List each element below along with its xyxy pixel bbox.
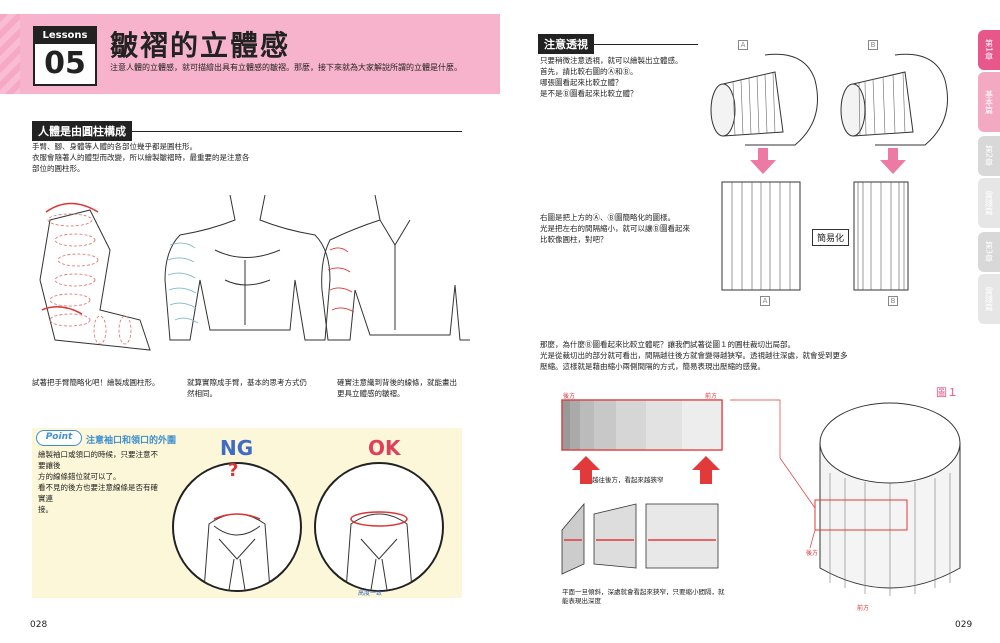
caption-3: 確實注意織到背後的線條，就能畫出更具立體感的皺褶。 <box>337 378 457 398</box>
tab-chapter-1[interactable]: 第1章 <box>978 30 1000 70</box>
down-arrows <box>750 148 906 174</box>
cylinder-arm-figure <box>39 202 151 351</box>
tab-basic[interactable]: 基本篇 <box>978 72 1000 132</box>
point-badge: Point <box>36 430 82 446</box>
lesson-intro: 注意人體的立體感，就可描繪出具有立體感的皺褶。那麼，接下來就為大家解說所謂的立體… <box>110 63 462 72</box>
caption-2: 就算實際成手臂，基本的思考方式仍然相同。 <box>187 378 307 398</box>
point-text: 繪製袖口或領口的時候，只要注意不要讓後 方的線條錯位就可以了。 看不見的後方也要… <box>38 450 158 514</box>
front-label-cyl: 前方 <box>857 605 870 612</box>
tab-practice-1[interactable]: 實踐篇 <box>978 178 1000 228</box>
point-title: 注意袖口和領口的外圍 <box>86 436 177 446</box>
cylinder-figure <box>730 399 961 596</box>
lesson-label: Lessons <box>35 28 95 44</box>
caption-1: 試著把手臂簡略化吧！繪製成圓柱形。 <box>32 378 160 387</box>
torso-figure <box>164 194 331 341</box>
cuff-drawings <box>710 53 948 146</box>
back-label-cyl: 後方 <box>806 550 819 557</box>
tab-chapter-2[interactable]: 第2章 <box>978 136 1000 176</box>
page-number-left: 028 <box>30 620 48 630</box>
ok-note: 高度一致 <box>358 590 383 597</box>
cuff-a <box>710 53 818 146</box>
ng-collar-drawing <box>203 513 271 590</box>
arm-illustrations <box>39 194 470 351</box>
header-band-inner <box>20 14 500 94</box>
lesson-title: 皺褶的立體感 <box>110 29 291 62</box>
perspective-text-2: 右圖是把上方的Ⓐ、Ⓑ圖簡略化的圖樣。 光是把左右的間隔縮小，就可以讓Ⓑ圖看起來 … <box>540 213 690 244</box>
section-title-right: 注意透視 <box>538 34 594 54</box>
narrow-note: 越往後方，看起來越狹窄 <box>592 476 664 484</box>
ng-label: NG <box>220 436 254 460</box>
lesson-badge: Lessons 05 <box>33 26 97 86</box>
perspective-text-1: 只要稍微注意透視，就可以繪製出立體感。 首先，請比較右圖的Ⓐ和Ⓑ。 哪張圖看起來… <box>540 56 683 98</box>
simplified-stripes <box>721 181 909 291</box>
label-b-top: B <box>868 40 878 50</box>
front-label-top: 前方 <box>705 393 718 400</box>
back-label-left: 後方 <box>563 393 576 400</box>
shirt-figure <box>321 194 470 341</box>
cutout-strip <box>561 399 723 484</box>
figure-label: 圖１ <box>936 386 958 399</box>
ng-collar-circle <box>172 462 302 592</box>
ok-label: OK <box>368 436 401 460</box>
ok-collar-drawing <box>345 511 413 590</box>
tab-practice-2[interactable]: 實踐篇 <box>978 274 1000 324</box>
label-a-bottom: A <box>760 296 770 306</box>
lesson-number: 05 <box>44 46 86 81</box>
cuff-b <box>840 53 948 146</box>
ok-collar-circle <box>314 462 444 592</box>
perspective-text-3: 那麼，為什麼Ⓑ圖看起來比較立體呢？讓我們試著從圖１的圓柱裁切出局部。 光是從裁切… <box>540 340 848 371</box>
page-number-right: 029 <box>955 620 973 630</box>
bottom-note: 平面一旦傾斜，深處就會看起來狹窄，只要縮小間隔，就 能表現出深度 <box>562 588 725 605</box>
question-mark: ? <box>228 460 239 481</box>
simplify-label: 簡易化 <box>812 229 850 246</box>
tab-chapter-3[interactable]: 第3章 <box>978 232 1000 272</box>
plane-shapes <box>561 502 719 575</box>
label-a-top: A <box>738 40 748 50</box>
section-text: 手臂、腳、身體等人體的各部位幾乎都是圓柱形。 衣服會隨著人的體型而改變，所以繪製… <box>32 142 250 173</box>
label-b-bottom: B <box>888 296 898 306</box>
section-title: 人體是由圓柱構成 <box>32 121 132 141</box>
